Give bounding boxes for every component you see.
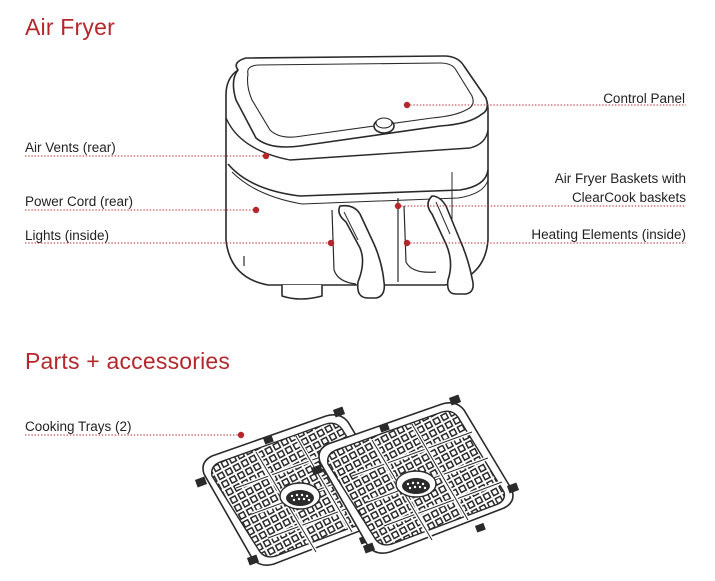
- label-cooking-trays: Cooking Trays (2): [25, 419, 132, 434]
- label-heating-elements: Heating Elements (inside): [531, 227, 686, 242]
- parts-accessories-title: Parts + accessories: [25, 348, 231, 374]
- control-panel-dot: [403, 101, 411, 109]
- air-fryer-drawing: [225, 55, 489, 300]
- callout-dots: [237, 101, 411, 439]
- heating-elements-dot: [403, 239, 411, 247]
- power-cord-dot: [252, 206, 260, 214]
- lights-dot: [327, 239, 335, 247]
- label-baskets-line1: Air Fryer Baskets with: [554, 171, 686, 186]
- air-fryer-title: Air Fryer: [25, 14, 115, 40]
- baskets-dot: [394, 202, 402, 210]
- label-baskets-line2: ClearCook baskets: [571, 190, 686, 205]
- label-control-panel: Control Panel: [603, 91, 685, 106]
- air-vents-dot: [262, 152, 270, 160]
- cooking-trays-dot: [237, 431, 245, 439]
- label-lights: Lights (inside): [25, 228, 110, 243]
- label-air-vents: Air Vents (rear): [25, 140, 116, 155]
- callout-leaders: [25, 104, 686, 436]
- label-power-cord: Power Cord (rear): [25, 194, 134, 209]
